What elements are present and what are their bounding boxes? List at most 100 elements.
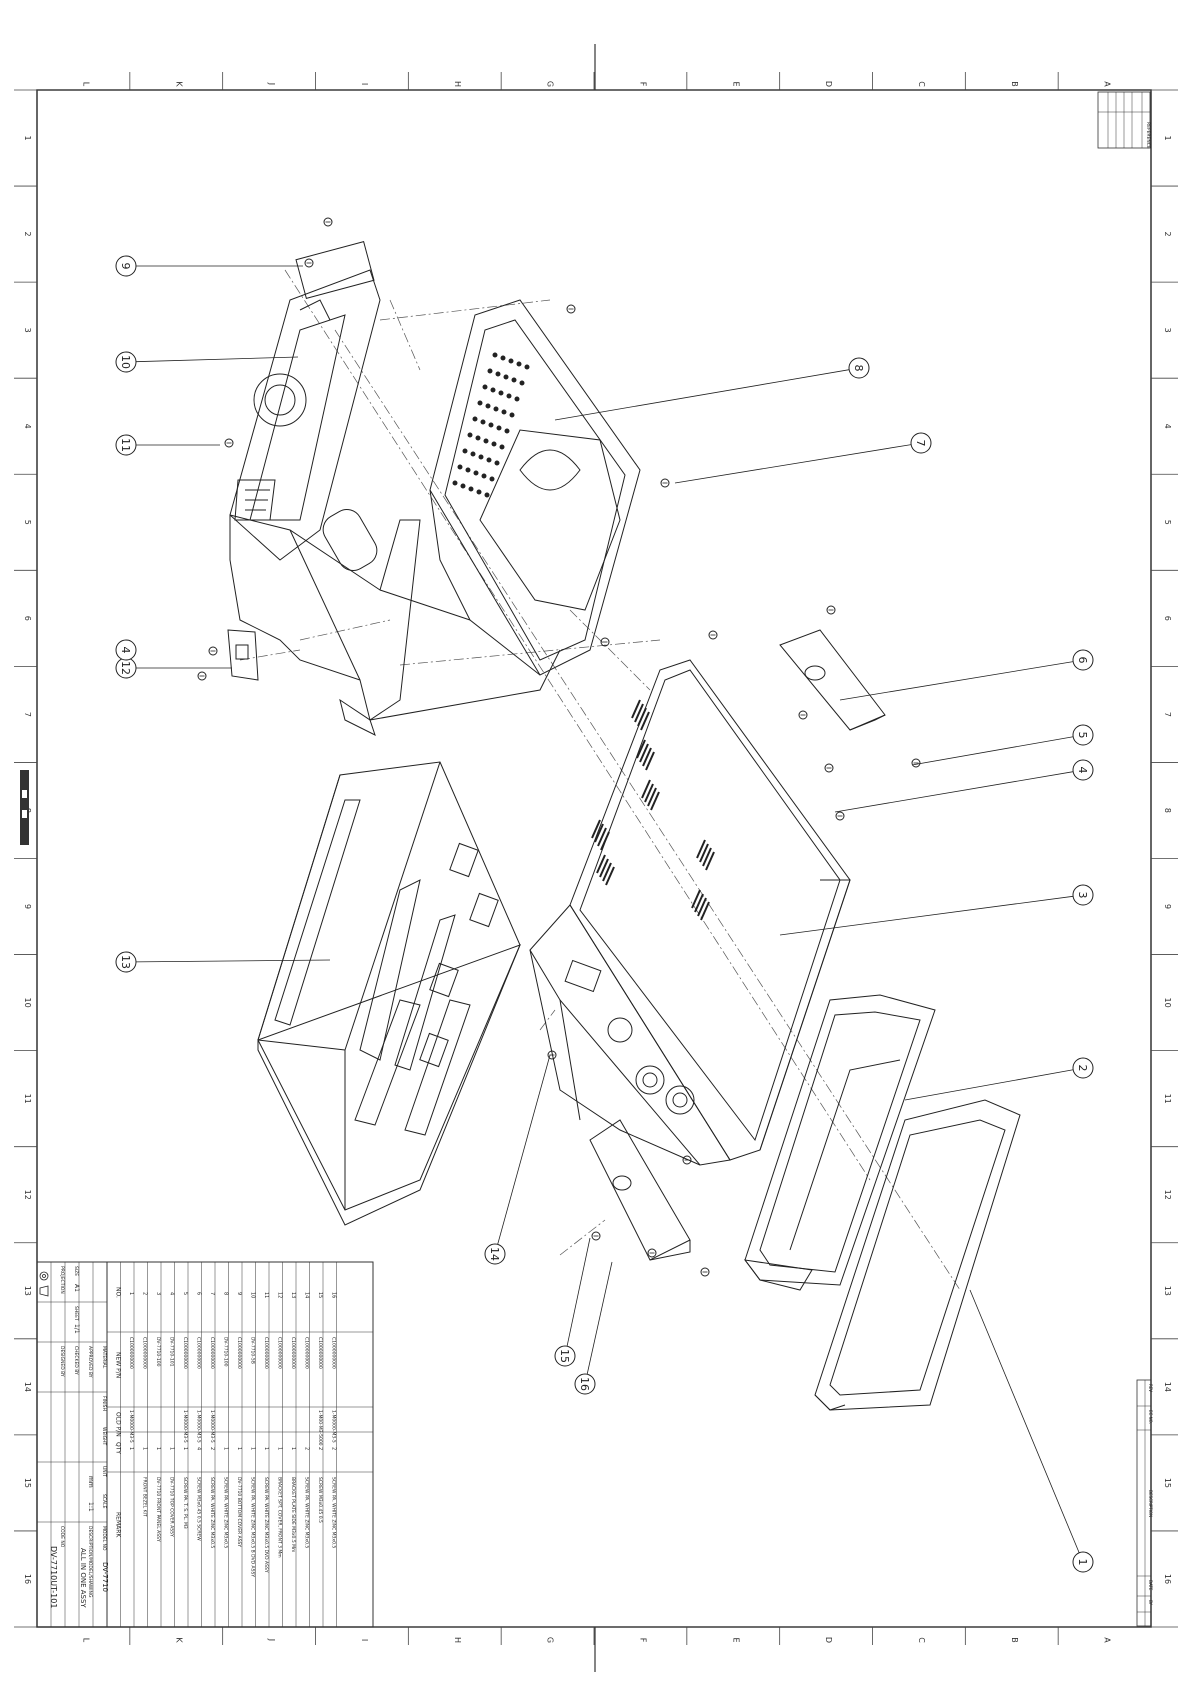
unit-label: UNIT <box>101 1466 107 1477</box>
balloon-8 <box>848 357 870 379</box>
bom-cell-new-pn: C1000000000 <box>142 1337 148 1369</box>
balloon-6 <box>1072 649 1094 671</box>
vent-hole <box>506 393 512 399</box>
row-zone-label-12: 12 <box>23 1190 32 1200</box>
row-zone-label-2: 2 <box>1163 232 1172 237</box>
balloon-label-1: 1 <box>1076 1559 1089 1566</box>
vent-hole <box>462 448 468 454</box>
designed-by-label: DESIGNED BY <box>59 1346 65 1377</box>
row-zone-label-13: 13 <box>23 1286 32 1296</box>
balloon-4 <box>1072 759 1094 781</box>
vent-hole <box>504 428 510 434</box>
bom-cell-no: 7 <box>209 1292 215 1295</box>
screw-icon <box>700 1267 710 1277</box>
bom-cell-remark: BRACKET PLATE SIDE M3x0.5 Mm <box>290 1477 296 1552</box>
balloon-label-2: 2 <box>1076 1065 1089 1072</box>
finish-label: FINISH <box>101 1396 107 1411</box>
vent-slot <box>637 707 647 727</box>
bom-cell-no: 1 <box>128 1292 134 1295</box>
balloon-label-15: 15 <box>558 1349 571 1363</box>
vent-hole <box>494 460 500 466</box>
vent-hole <box>470 451 476 457</box>
bom-header-old-pn: OLD P/N <box>115 1412 122 1437</box>
column-zone-label-d: D <box>824 1637 833 1643</box>
vent-slot <box>602 862 612 882</box>
vent-slot <box>594 823 604 843</box>
column-zone-label-a: A <box>1103 1637 1112 1643</box>
bom-cell-qty: 1 <box>142 1447 148 1450</box>
bom-cell-no: 2 <box>142 1292 148 1295</box>
row-zone-label-12: 12 <box>1163 1190 1172 1200</box>
vent-hole <box>485 403 491 409</box>
balloon-10 <box>115 351 137 373</box>
bom-cell-remark: SCREW PA. WHITE ZINC M3x0.5 <box>223 1477 229 1548</box>
bom-cell-new-pn: C1000000000 <box>182 1337 188 1369</box>
screw-icon <box>197 671 207 681</box>
vent-hole <box>516 361 522 367</box>
bom-cell-no: 6 <box>196 1292 202 1295</box>
column-zone-label-l: L <box>81 1638 90 1643</box>
screw-icon <box>835 811 845 821</box>
vent-hole <box>499 444 505 450</box>
column-zone-label-i: I <box>360 83 369 85</box>
bom-cell-qty: 2 <box>209 1447 215 1450</box>
balloon-label-4-secondary: 4 <box>119 647 132 654</box>
bom-cell-qty: 2 <box>331 1447 337 1450</box>
bom-cell-qty: 1 <box>263 1447 269 1450</box>
chassis-cage-part-13 <box>257 761 521 1226</box>
balloon-4-secondary <box>115 639 137 661</box>
vent-hole <box>477 400 483 406</box>
bom-cell-new-pn: C1000000000 <box>331 1337 337 1369</box>
bom-cell-new-pn: DV-7710-100 <box>223 1337 229 1367</box>
bom-cell-old-pn: 1-M0000-M3-5 <box>196 1410 202 1443</box>
balloon-leader-lines <box>135 265 1080 1553</box>
bom-cell-remark: SCREW PA. WHITE ZINC M3x0.5 <box>209 1477 215 1548</box>
leader-line-14 <box>497 1054 551 1245</box>
bom-cell-qty: 4 <box>196 1447 202 1450</box>
row-zone-label-1: 1 <box>23 135 32 140</box>
bom-cell-no: 10 <box>250 1292 256 1298</box>
row-zone-label-9: 9 <box>1163 904 1172 909</box>
vent-hole <box>457 464 463 470</box>
vent-hole <box>501 409 507 415</box>
vent-slot <box>634 703 644 723</box>
screw-icon <box>911 758 921 768</box>
vent-hole <box>484 492 490 498</box>
sheet-label: SHEET <box>73 1306 79 1321</box>
model-no-label: MODEL NO <box>101 1526 107 1551</box>
balloon-label-5: 5 <box>1076 732 1089 739</box>
bom-cell-qty: 1 <box>182 1447 188 1450</box>
vent-hole <box>503 374 509 380</box>
balloon-label-9: 9 <box>119 263 132 270</box>
balloon-label-6: 6 <box>1076 657 1089 664</box>
vent-hole <box>524 364 530 370</box>
scale-label: SCALE <box>101 1494 107 1509</box>
bom-cell-qty: 1 <box>169 1447 175 1450</box>
projection-label: PROJECTION <box>59 1266 65 1294</box>
bom-header-qty: QTY <box>115 1442 122 1454</box>
bom-cell-remark: BRACKET SPT. COVER, FRONT 3 Mm <box>277 1477 283 1558</box>
balloon-1 <box>1072 1551 1094 1573</box>
vent-slot <box>640 711 650 731</box>
bom-cell-old-pn: 1-M0000-M3-5 <box>182 1410 188 1443</box>
bom-cell-old-pn: 1-M0000-M3-5 <box>209 1410 215 1443</box>
vent-hole <box>480 419 486 425</box>
bom-cell-no: 11 <box>263 1292 269 1298</box>
row-zone-label-16: 16 <box>1163 1574 1172 1584</box>
ecn-label: EC NO. <box>1148 1410 1153 1424</box>
balloon-15 <box>554 1345 576 1367</box>
row-zone-label-11: 11 <box>23 1094 32 1104</box>
leader-line-10 <box>135 356 299 363</box>
column-zone-label-f: F <box>638 82 647 87</box>
balloon-11 <box>115 434 137 456</box>
screw-icon <box>304 258 314 268</box>
side-bracket-part-6 <box>779 629 886 731</box>
column-zone-label-k: K <box>174 81 183 87</box>
bom-cell-no: 4 <box>169 1292 175 1295</box>
balloon-label-14: 14 <box>488 1247 501 1261</box>
sheet-value: 1/1 <box>73 1324 80 1334</box>
vent-hole <box>468 486 474 492</box>
enclosure-vent-slots <box>591 699 715 921</box>
vent-slot <box>691 889 701 909</box>
